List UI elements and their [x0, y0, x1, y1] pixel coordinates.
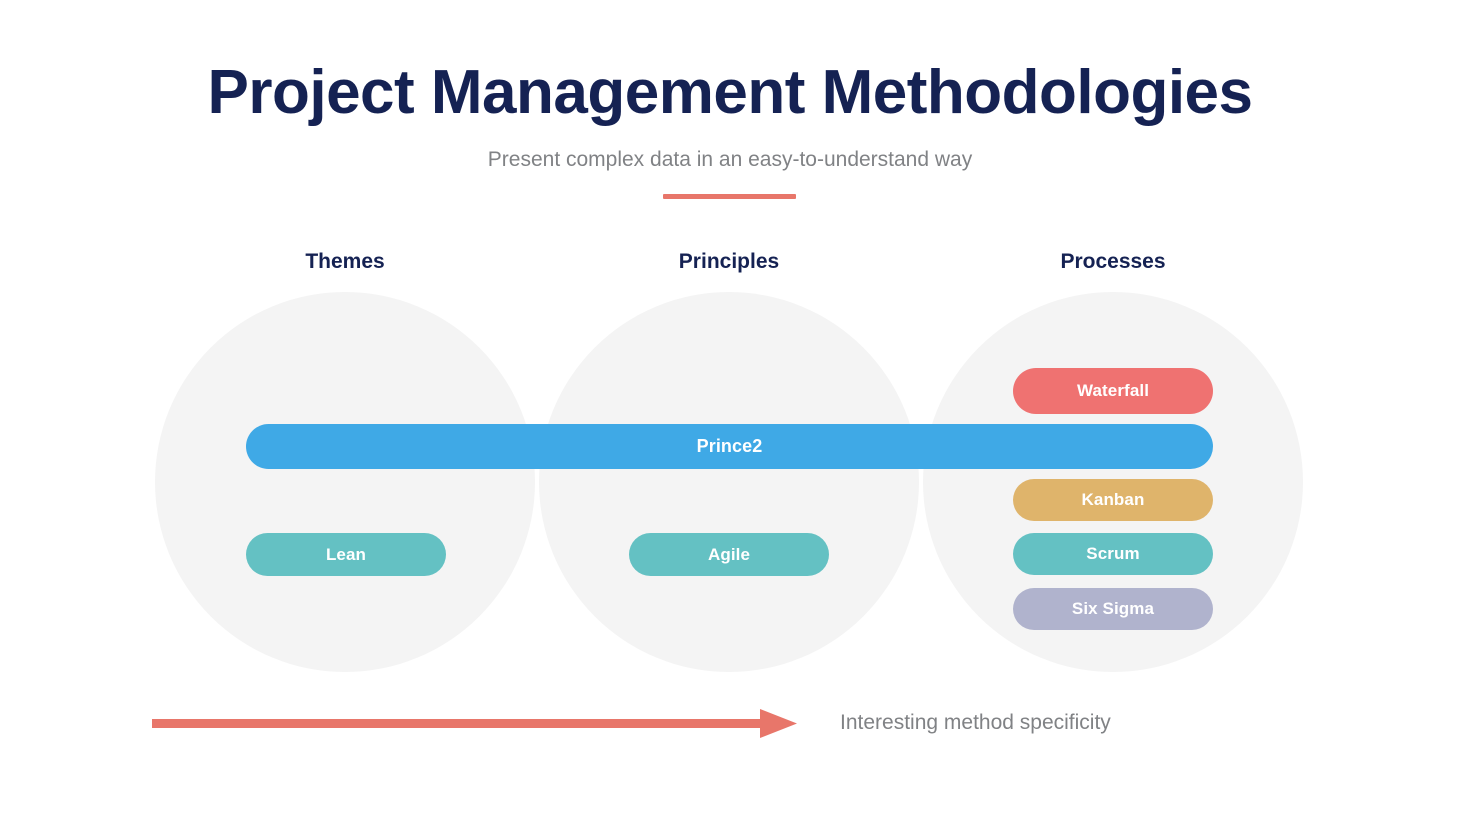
page-subtitle: Present complex data in an easy-to-under… [487, 148, 973, 171]
pill-agile-label: Agile [707, 544, 751, 564]
pill-lean[interactable]: Lean [246, 533, 446, 576]
pill-scrum[interactable]: Scrum [1013, 533, 1213, 575]
page-title: Project Management Methodologies [207, 58, 1253, 127]
pill-prince2-label: Prince2 [696, 436, 763, 456]
pill-scrum-label: Scrum [1086, 544, 1140, 563]
right-arrow-icon [152, 709, 797, 738]
column-header-principles: Principles [678, 250, 780, 273]
pill-prince2[interactable]: Prince2 [246, 424, 1213, 469]
circle-principles [539, 292, 919, 672]
pill-kanban[interactable]: Kanban [1013, 479, 1213, 521]
title-accent-rule [663, 194, 796, 199]
pill-waterfall[interactable]: Waterfall [1013, 368, 1213, 414]
pill-six-sigma[interactable]: Six Sigma [1013, 588, 1213, 630]
pill-six-sigma-label: Six Sigma [1071, 599, 1155, 618]
pill-lean-label: Lean [325, 544, 367, 564]
specificity-arrow [152, 706, 797, 742]
specificity-caption: Interesting method specificity [840, 711, 1111, 734]
pill-agile[interactable]: Agile [629, 533, 829, 576]
column-header-themes: Themes [305, 250, 385, 273]
column-header-processes: Processes [1060, 250, 1166, 273]
pill-waterfall-label: Waterfall [1076, 381, 1150, 400]
circle-themes [155, 292, 535, 672]
pill-kanban-label: Kanban [1081, 490, 1145, 509]
